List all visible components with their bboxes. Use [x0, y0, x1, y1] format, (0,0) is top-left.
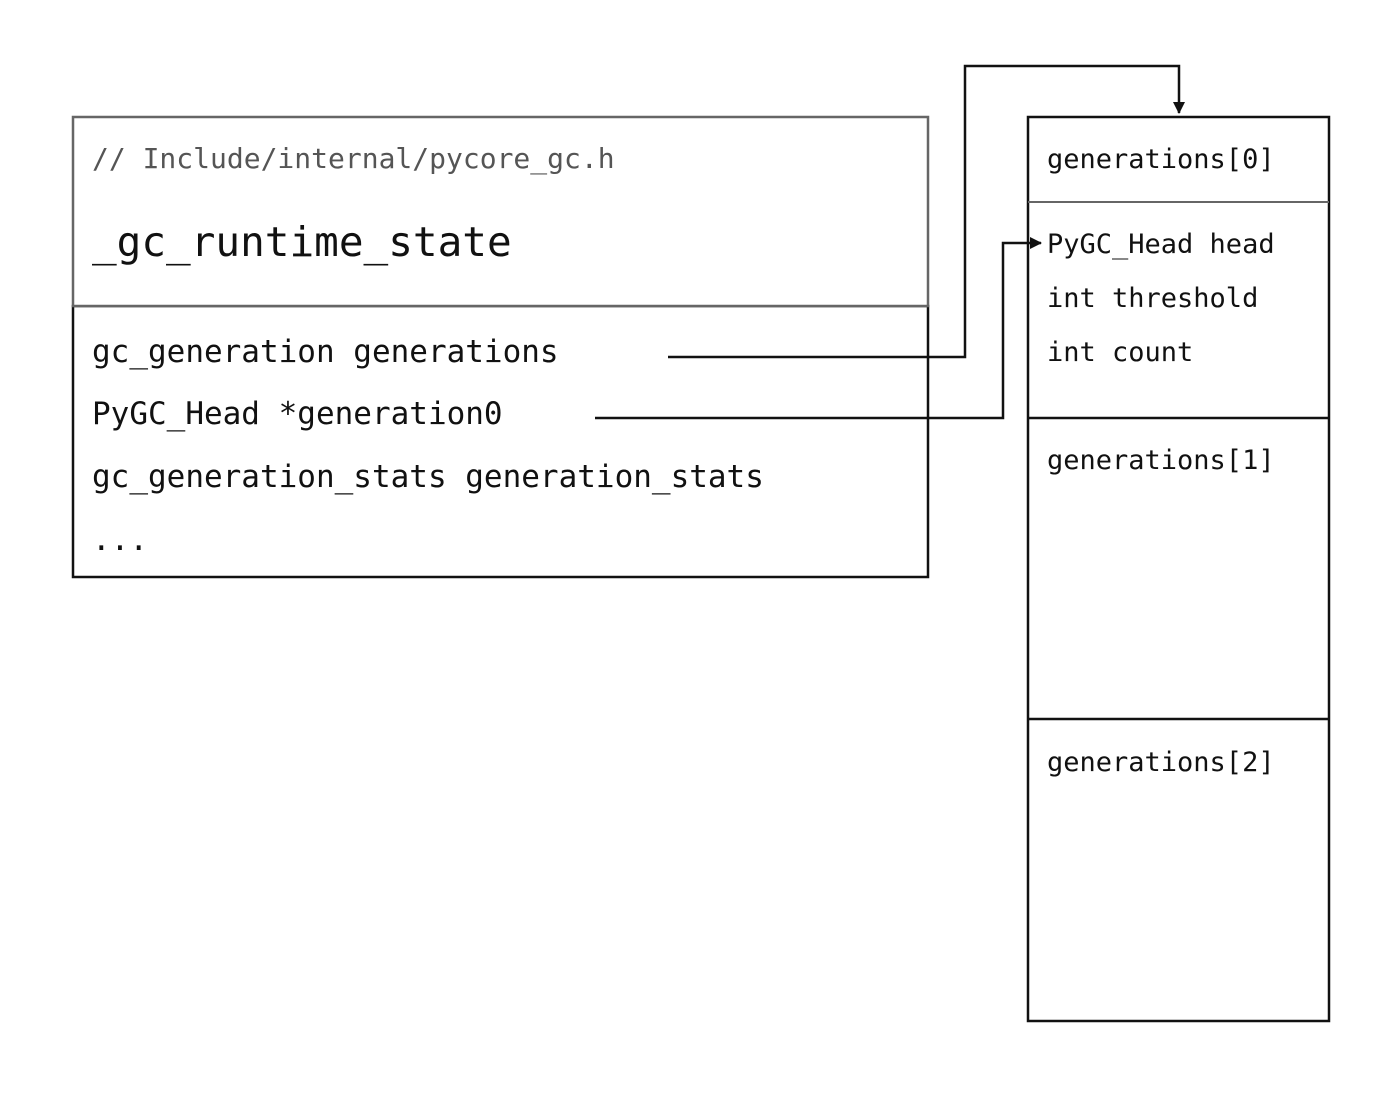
gen1-label: generations[1]: [1047, 445, 1275, 476]
generations-array: generations[0] PyGC_Head head int thresh…: [1026, 115, 1331, 1023]
header-file-comment: // Include/internal/pycore_gc.h: [92, 142, 615, 176]
field-generation0: PyGC_Head *generation0: [92, 396, 503, 432]
generation0-pointer-arrow: [595, 237, 1042, 420]
runtime-state-box: // Include/internal/pycore_gc.h _gc_runt…: [71, 115, 930, 579]
gen2-label: generations[2]: [1047, 747, 1275, 778]
runtime-state-header: [71, 115, 930, 308]
generations-array-outline: [1026, 115, 1331, 1023]
field-generations: gc_generation generations: [92, 334, 559, 370]
runtime-state-body: [71, 304, 930, 579]
gen0-label: generations[0]: [1047, 144, 1275, 175]
field-ellipsis: ...: [92, 522, 148, 558]
gen0-field-head: PyGC_Head head: [1047, 229, 1275, 260]
struct-name: _gc_runtime_state: [92, 218, 512, 266]
gen0-field-count: int count: [1047, 337, 1193, 368]
gen0-field-threshold: int threshold: [1047, 283, 1258, 314]
generations-pointer-arrow: [668, 64, 1185, 359]
field-generation-stats: gc_generation_stats generation_stats: [92, 459, 764, 495]
